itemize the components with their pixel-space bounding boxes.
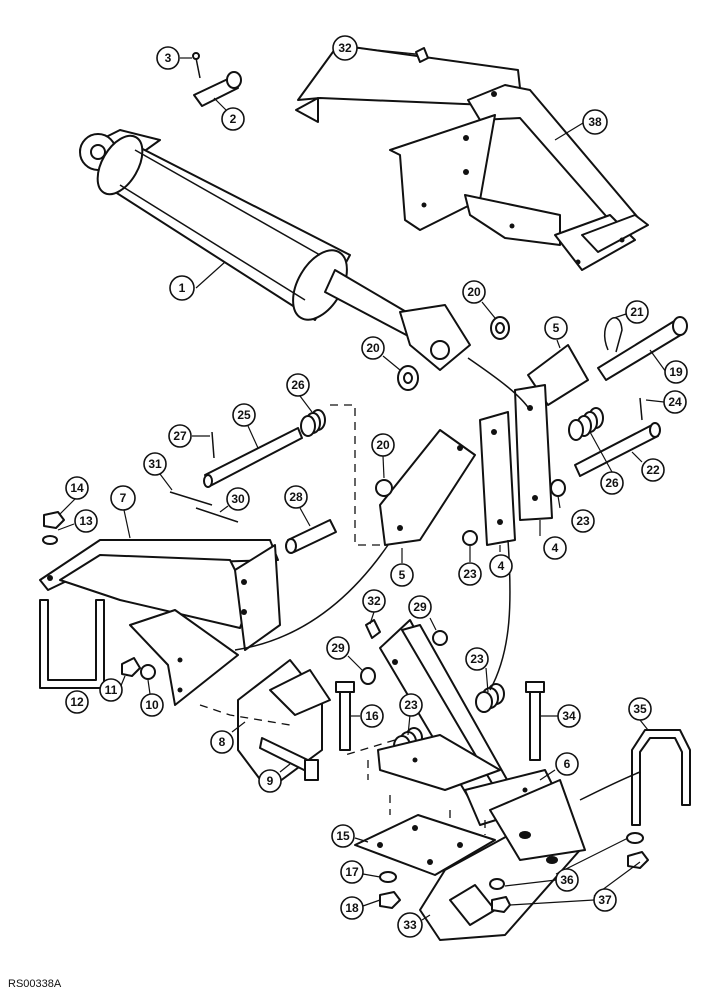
callout-37: 37 [598,893,612,907]
callout-9: 9 [267,774,274,788]
callout-1: 1 [179,281,186,295]
callout-4a: 4 [552,541,559,555]
callout-16: 16 [365,709,379,723]
callout-28: 28 [289,490,303,504]
callout-32a: 32 [338,41,352,55]
callout-10: 10 [145,698,159,712]
callout-7: 7 [120,491,127,505]
callout-18: 18 [345,901,359,915]
link-plate-center [379,429,476,546]
washers-cylinder [397,316,510,391]
drawing-code-label: RS00338A [8,978,62,990]
callout-25: 25 [237,408,251,422]
bolt-16 [335,681,355,751]
pins-middle [169,397,661,554]
u-bolt-right [631,729,691,826]
callout-6: 6 [564,757,571,771]
callout-19: 19 [669,365,683,379]
callout-23a: 23 [576,514,590,528]
callout-38: 38 [588,115,602,129]
callout-26a: 26 [291,378,305,392]
callout-35: 35 [633,702,647,716]
casting-33 [419,779,586,941]
callout-30: 30 [231,492,245,506]
callout-5b: 5 [399,568,406,582]
callout-34: 34 [562,709,576,723]
callout-23d: 23 [404,698,418,712]
callout-3: 3 [165,51,172,65]
callout-23c: 23 [470,652,484,666]
callout-12: 12 [70,695,84,709]
callout-11: 11 [105,683,118,697]
callout-32b: 32 [367,594,381,608]
callout-31: 31 [148,457,162,471]
callout-33: 33 [403,918,417,932]
nuts-bottom [379,832,649,913]
center-plate [237,659,331,791]
u-bolt-left [39,599,105,689]
clevis-pin-upper [192,52,242,107]
hydraulic-cylinder [79,129,471,371]
plate-15 [354,814,496,876]
lower-mount [377,619,561,826]
callout-23b: 23 [463,567,477,581]
grease-fitting-top [415,47,429,63]
grease-fitting-lower [365,619,381,639]
link-plates-right [479,344,589,546]
callout-29a: 29 [413,600,427,614]
callout-24: 24 [668,395,682,409]
callout-15: 15 [336,829,350,843]
callout-4b: 4 [498,559,505,573]
callout-21: 21 [630,305,644,319]
callout-5a: 5 [553,321,560,335]
callout-29b: 29 [331,641,345,655]
upper-mount-bracket [295,44,649,271]
callout-13: 13 [79,514,93,528]
callout-26b: 26 [605,476,619,490]
callout-17: 17 [345,865,359,879]
pin-19 [597,316,688,381]
nuts-left [42,511,156,680]
callout-labels: 1 2 3 4 4 5 5 6 7 8 [57,35,688,938]
bolt-34 [525,681,545,761]
left-bracket [39,539,281,706]
callout-36: 36 [560,873,574,887]
callout-27: 27 [173,429,187,443]
callout-8: 8 [219,735,226,749]
callout-14: 14 [70,481,84,495]
callout-2: 2 [230,112,237,126]
callout-20c: 20 [376,438,390,452]
callout-20b: 20 [366,341,380,355]
callout-22: 22 [646,463,660,477]
callout-20a: 20 [467,285,481,299]
